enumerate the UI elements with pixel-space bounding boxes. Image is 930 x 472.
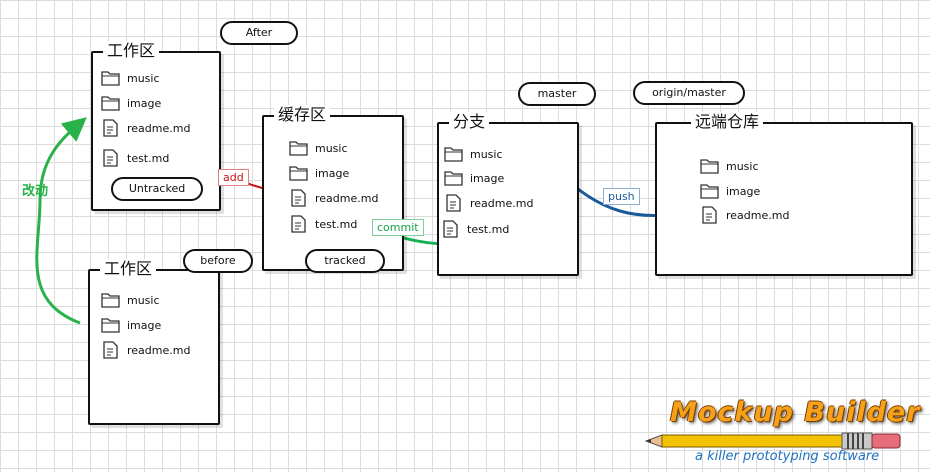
file-icon (101, 119, 121, 137)
file-icon (101, 341, 121, 359)
pencil-icon (644, 432, 901, 450)
item-label: image (127, 96, 162, 110)
folder-icon (101, 69, 121, 87)
folder-icon (101, 316, 121, 334)
item-label: test.md (467, 222, 510, 236)
file-icon (289, 189, 309, 207)
item-label: image (127, 318, 162, 332)
push-label: push (603, 188, 640, 205)
modify-arrow (35, 117, 87, 325)
file-icon (289, 215, 309, 233)
list-item[interactable]: music (700, 156, 759, 176)
list-item[interactable]: music (101, 290, 160, 310)
item-label: readme.md (127, 121, 191, 135)
list-item[interactable]: readme.md (101, 118, 190, 138)
branch-panel: 分支 (437, 112, 579, 276)
item-label: readme.md (470, 196, 534, 210)
modify-label: 改动 (22, 184, 49, 199)
item-label: music (127, 293, 160, 307)
list-item[interactable]: image (101, 93, 161, 113)
list-item[interactable]: music (444, 144, 503, 164)
tracked-callout: tracked (305, 249, 385, 273)
remote-panel: 远端仓库 (655, 112, 913, 276)
item-label: music (315, 141, 348, 155)
folder-icon (289, 139, 309, 157)
folder-icon (444, 169, 464, 187)
panel-title: 缓存区 (274, 105, 331, 125)
before-callout: before (183, 249, 253, 273)
list-item[interactable]: readme.md (289, 188, 378, 208)
folder-icon (101, 291, 121, 309)
panel-title: 远端仓库 (691, 112, 764, 132)
list-item[interactable]: readme.md (700, 205, 789, 225)
item-label: readme.md (315, 191, 379, 205)
file-icon (441, 220, 461, 238)
list-item[interactable]: music (101, 68, 160, 88)
list-item[interactable]: music (289, 138, 348, 158)
item-label: test.md (315, 217, 358, 231)
list-item[interactable]: test.md (101, 148, 169, 168)
commit-label: commit (372, 219, 424, 236)
item-label: image (726, 184, 761, 198)
mockup-builder-logo: Mockup Builder a killer prototyping soft… (640, 395, 925, 470)
list-item[interactable]: test.md (441, 219, 509, 239)
list-item[interactable]: readme.md (444, 193, 533, 213)
list-item[interactable]: image (700, 181, 760, 201)
file-icon (444, 194, 464, 212)
origin-master-callout: origin/master (633, 81, 745, 105)
list-item[interactable]: image (289, 163, 349, 183)
item-label: test.md (127, 151, 170, 165)
item-label: music (470, 147, 503, 161)
panel-title: 工作区 (103, 41, 160, 61)
list-item[interactable]: image (101, 315, 161, 335)
item-label: music (726, 159, 759, 173)
after-callout: After (220, 21, 298, 45)
file-icon (101, 149, 121, 167)
item-label: image (470, 171, 505, 185)
logo-title: Mockup Builder (670, 397, 921, 428)
file-icon (700, 206, 720, 224)
list-item[interactable]: test.md (289, 214, 357, 234)
folder-icon (101, 94, 121, 112)
item-label: image (315, 166, 350, 180)
item-label: music (127, 71, 160, 85)
panel-title: 工作区 (100, 259, 157, 279)
list-item[interactable]: readme.md (101, 340, 190, 360)
master-callout: master (518, 82, 596, 106)
folder-icon (700, 182, 720, 200)
untracked-callout: Untracked (111, 177, 203, 201)
item-label: readme.md (127, 343, 191, 357)
folder-icon (289, 164, 309, 182)
logo-subtitle: a killer prototyping software (695, 449, 880, 464)
list-item[interactable]: image (444, 168, 504, 188)
folder-icon (700, 157, 720, 175)
item-label: readme.md (726, 208, 790, 222)
add-label: add (218, 169, 249, 186)
panel-title: 分支 (449, 112, 490, 132)
folder-icon (444, 145, 464, 163)
